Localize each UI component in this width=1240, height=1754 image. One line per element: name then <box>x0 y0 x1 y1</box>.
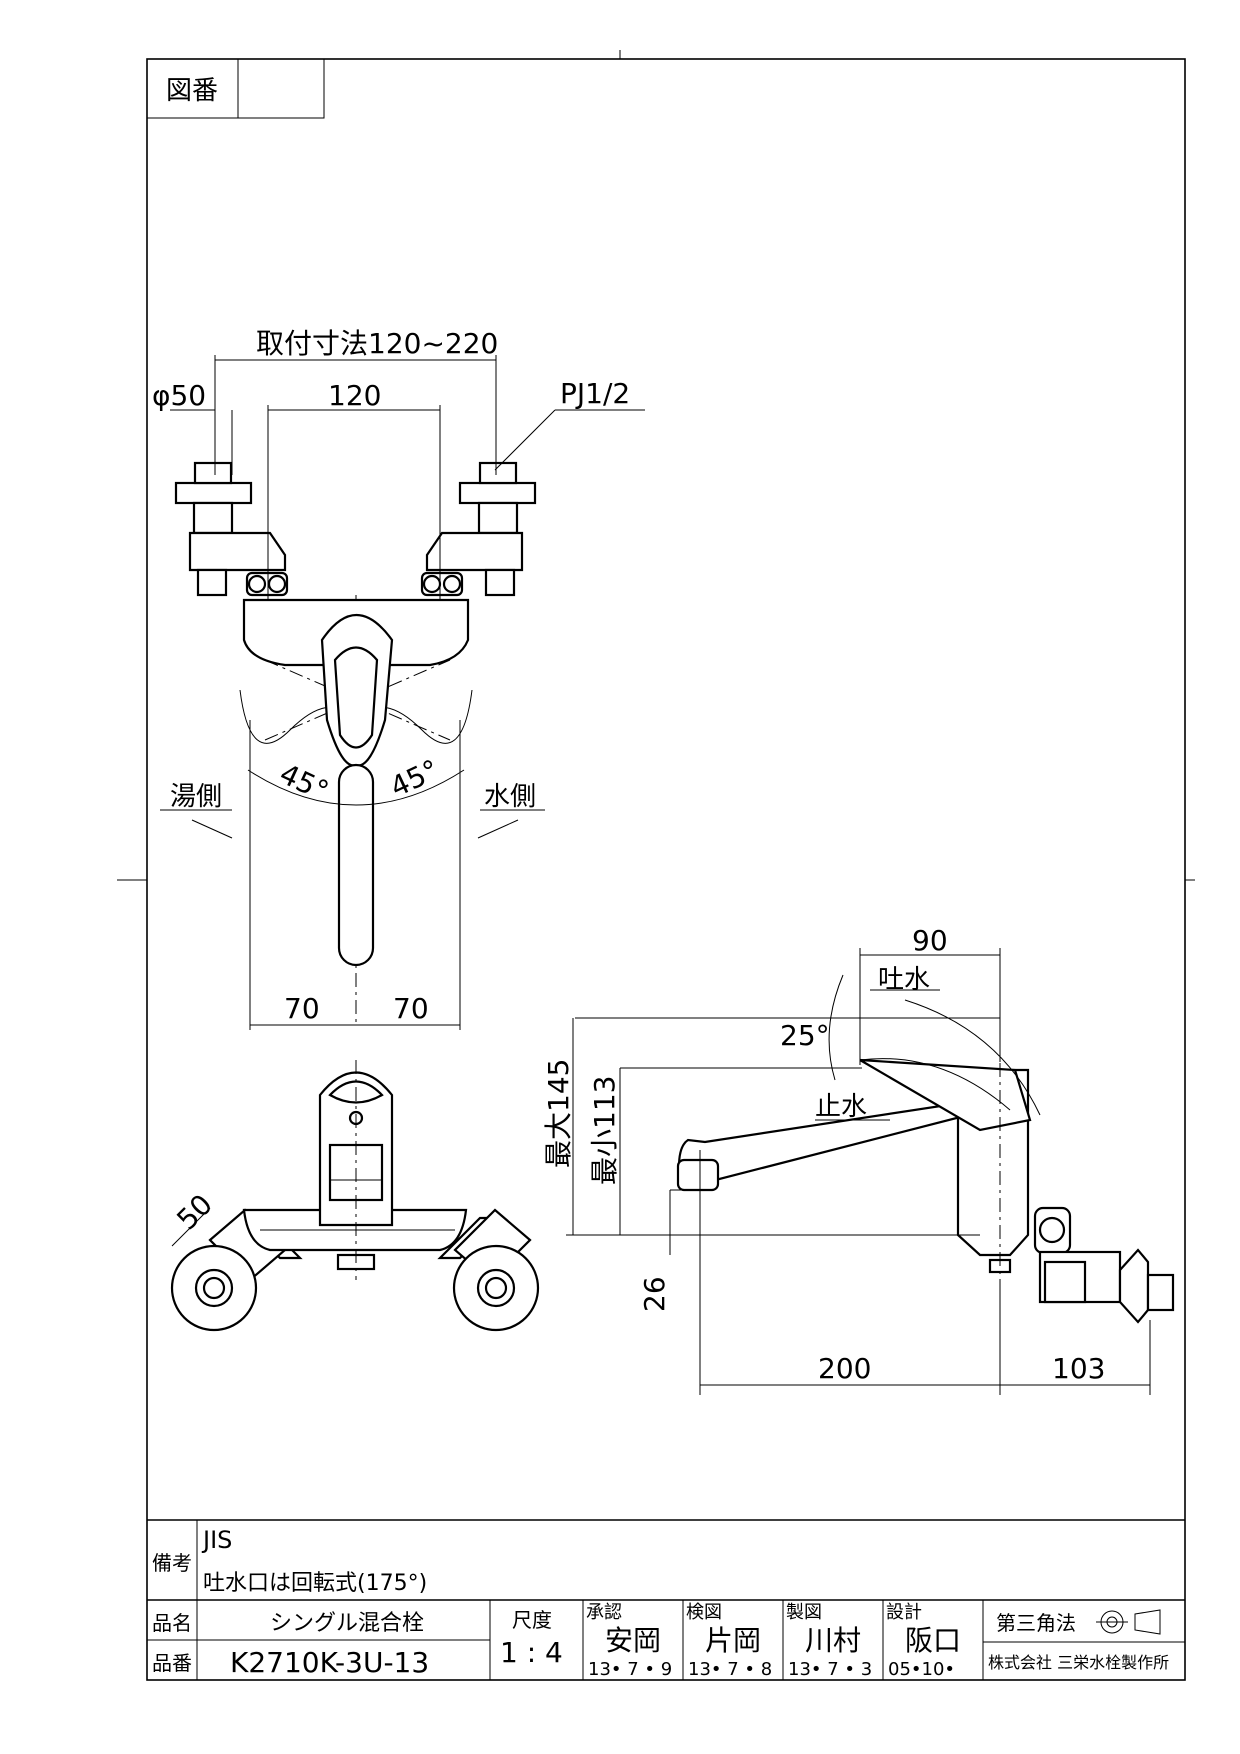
offset-right-label: 70 <box>393 992 429 1025</box>
bottom-offset-label: 50 <box>170 1188 219 1237</box>
top-width-label: 90 <box>912 924 948 957</box>
draw-name: 川村 <box>805 1624 861 1657</box>
zuban-label: 図番 <box>166 76 218 106</box>
angle-label: 25° <box>780 1019 830 1052</box>
check-date: 13• 7 • 8 <box>688 1659 772 1680</box>
offset-left-label: 70 <box>284 992 320 1025</box>
name-label: 品名 <box>152 1611 192 1635</box>
projection-label: 第三角法 <box>996 1611 1076 1635</box>
front-view-dimensions <box>160 355 645 1030</box>
front-view-faucet <box>174 461 537 1025</box>
depth-label: 103 <box>1052 1352 1105 1385</box>
design-date: 05•10• <box>888 1659 955 1680</box>
mount-range-label: 取付寸法120~220 <box>256 327 498 360</box>
drawing-frame <box>117 50 1195 1681</box>
scale-label: 尺度 <box>512 1608 552 1632</box>
approve-label: 承認 <box>586 1602 622 1623</box>
approve-name: 安岡 <box>605 1624 661 1657</box>
number-label: 品番 <box>152 1651 192 1675</box>
spout-stop-label: 止水 <box>815 1092 867 1122</box>
hot-side-label: 湯側 <box>170 782 222 812</box>
spout-open-label: 吐水 <box>878 965 930 995</box>
min-height-label: 最小113 <box>588 1076 621 1185</box>
draw-label: 製図 <box>786 1602 822 1623</box>
title-block <box>147 1519 1185 1680</box>
scale-value: 1 : 4 <box>500 1636 563 1669</box>
third-angle-projection-icon <box>1096 1609 1161 1635</box>
remarks-line2: 吐水口は回転式(175°) <box>203 1571 427 1596</box>
bottom-offset-side-label: 26 <box>638 1276 671 1312</box>
company-name: 株式会社 三栄水栓製作所 <box>988 1653 1169 1672</box>
remarks-label: 備考 <box>152 1551 192 1575</box>
name-value: シングル混合栓 <box>270 1611 424 1636</box>
angle-right-label: 45° <box>385 753 444 804</box>
draw-date: 13• 7 • 3 <box>788 1659 872 1680</box>
angle-left-label: 45° <box>275 757 334 808</box>
max-height-label: 最大145 <box>542 1059 575 1168</box>
cold-side-label: 水側 <box>484 782 536 812</box>
approve-date: 13• 7 • 9 <box>588 1659 672 1680</box>
check-label: 検図 <box>686 1602 722 1623</box>
center-span-label: 120 <box>328 379 381 412</box>
diameter-label: φ50 <box>152 379 206 412</box>
number-value: K2710K-3U-13 <box>230 1646 429 1679</box>
reach-label: 200 <box>818 1352 871 1385</box>
check-name: 片岡 <box>705 1624 761 1657</box>
side-view-faucet <box>676 955 1175 1395</box>
bottom-view-faucet <box>170 1060 540 1332</box>
remarks-line1: JIS <box>201 1526 232 1554</box>
side-view-dimensions <box>566 948 1151 1395</box>
pipe-thread-label: PJ1/2 <box>560 377 630 410</box>
design-name: 阪口 <box>905 1624 961 1657</box>
design-label: 設計 <box>886 1602 922 1623</box>
